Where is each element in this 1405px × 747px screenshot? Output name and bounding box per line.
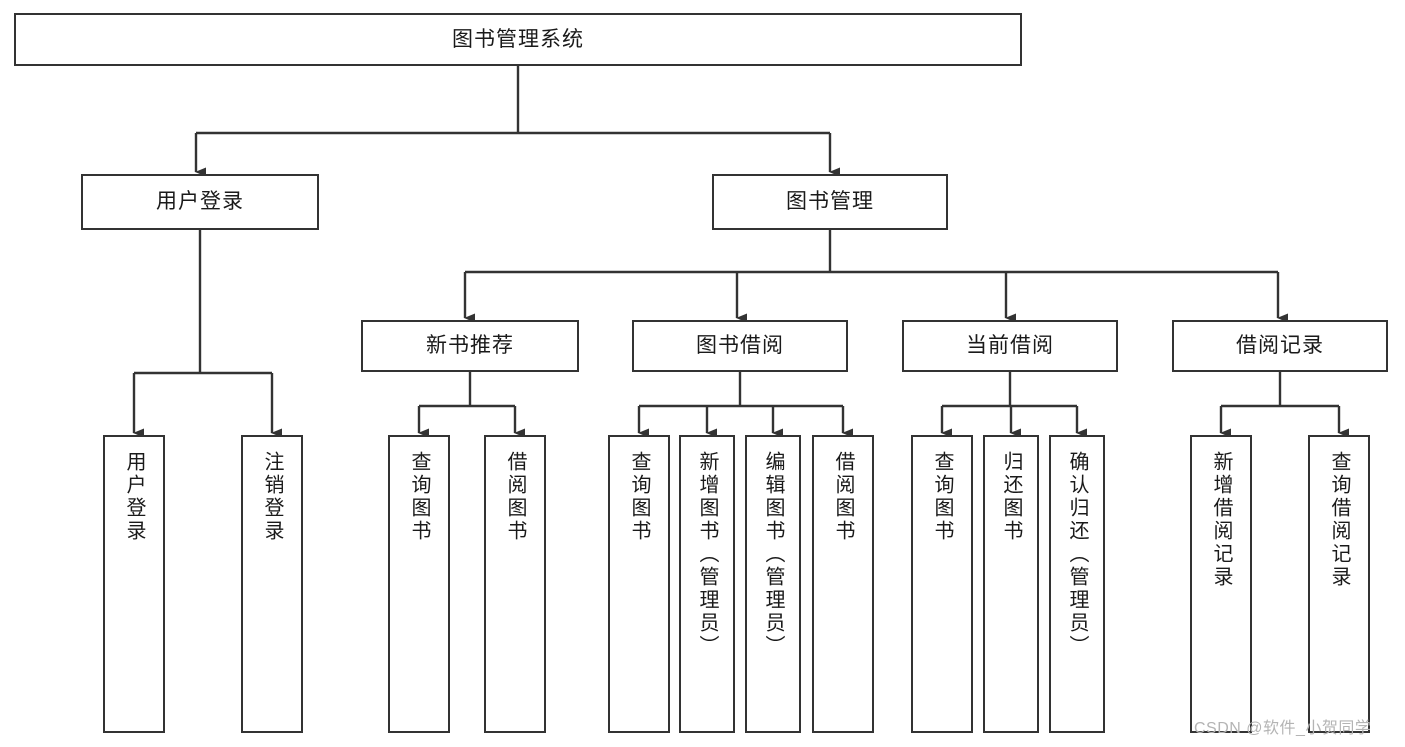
submodule-node-book-borrow[interactable]: 图书借阅 — [632, 320, 848, 372]
node-label: 借阅记录 — [1236, 334, 1324, 358]
node-label: 确认归还（管理员） — [1066, 451, 1088, 658]
node-label: 新增借阅记录 — [1210, 451, 1232, 589]
submodule-node-current-borrow[interactable]: 当前借阅 — [902, 320, 1118, 372]
node-label: 新增图书（管理员） — [696, 451, 718, 658]
node-label: 当前借阅 — [966, 334, 1054, 358]
leaf-node-leaf-add-record[interactable]: 新增借阅记录 — [1190, 435, 1252, 733]
node-label: 查询图书 — [931, 451, 953, 543]
submodule-node-new-book-recommend[interactable]: 新书推荐 — [361, 320, 579, 372]
leaf-node-leaf-add-book[interactable]: 新增图书（管理员） — [679, 435, 735, 733]
leaf-node-leaf-return-book[interactable]: 归还图书 — [983, 435, 1039, 733]
node-label: 查询图书 — [628, 451, 650, 543]
node-label: 借阅图书 — [504, 451, 526, 543]
leaf-node-leaf-confirm-return[interactable]: 确认归还（管理员） — [1049, 435, 1105, 733]
leaf-node-leaf-edit-book[interactable]: 编辑图书（管理员） — [745, 435, 801, 733]
leaf-node-leaf-borrow-book-2[interactable]: 借阅图书 — [812, 435, 874, 733]
node-label: 用户登录 — [123, 451, 145, 543]
node-label: 借阅图书 — [832, 451, 854, 543]
node-label: 查询借阅记录 — [1328, 451, 1350, 589]
node-label: 新书推荐 — [426, 334, 514, 358]
node-label: 图书借阅 — [696, 334, 784, 358]
leaf-node-leaf-query-book-3[interactable]: 查询图书 — [911, 435, 973, 733]
module-node-book-manage[interactable]: 图书管理 — [712, 174, 948, 230]
node-label: 归还图书 — [1000, 451, 1022, 543]
node-label: 查询图书 — [408, 451, 430, 543]
leaf-node-leaf-user-logout[interactable]: 注销登录 — [241, 435, 303, 733]
node-label: 编辑图书（管理员） — [762, 451, 784, 658]
root-node-root[interactable]: 图书管理系统 — [14, 13, 1022, 66]
leaf-node-leaf-query-book-1[interactable]: 查询图书 — [388, 435, 450, 733]
node-label: 图书管理 — [786, 190, 874, 214]
leaf-node-leaf-query-record[interactable]: 查询借阅记录 — [1308, 435, 1370, 733]
connector-lines — [132, 66, 1349, 438]
leaf-node-leaf-user-login[interactable]: 用户登录 — [103, 435, 165, 733]
leaf-node-leaf-borrow-book-1[interactable]: 借阅图书 — [484, 435, 546, 733]
node-label: 注销登录 — [261, 451, 283, 543]
submodule-node-borrow-record[interactable]: 借阅记录 — [1172, 320, 1388, 372]
module-node-user-login[interactable]: 用户登录 — [81, 174, 319, 230]
leaf-node-leaf-query-book-2[interactable]: 查询图书 — [608, 435, 670, 733]
node-label: 图书管理系统 — [452, 27, 584, 51]
node-label: 用户登录 — [156, 190, 244, 214]
